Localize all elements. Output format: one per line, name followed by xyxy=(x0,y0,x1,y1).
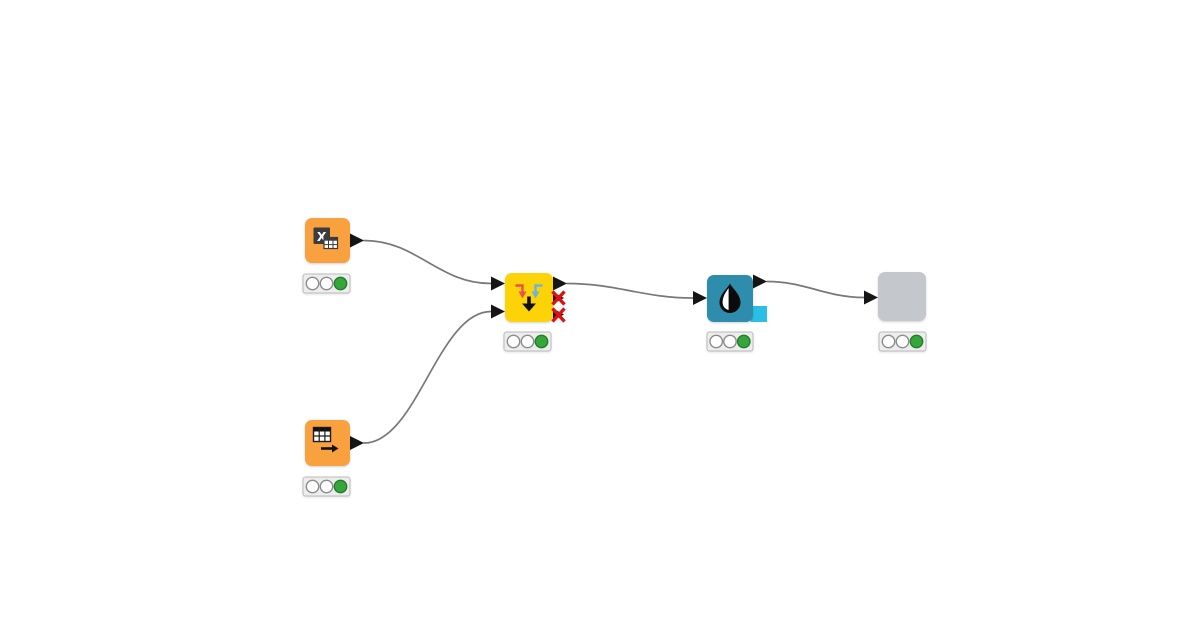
status-light-red xyxy=(305,479,320,494)
status-light-green xyxy=(534,334,549,349)
table-arrow-icon xyxy=(312,426,339,453)
table-reader-output-port[interactable] xyxy=(350,436,364,450)
color-manager-output-port[interactable] xyxy=(753,274,767,289)
droplet-highlight xyxy=(722,288,729,310)
connection-joiner-to-color-manager[interactable] xyxy=(566,282,694,299)
status-light-red xyxy=(506,334,521,349)
connection-table-reader-to-joiner[interactable] xyxy=(363,310,492,444)
status-light-red xyxy=(305,276,320,291)
joiner-output-port-1[interactable] xyxy=(553,276,567,291)
red-arrow-head xyxy=(518,291,527,299)
blue-arrow-head xyxy=(531,291,540,299)
node-color-manager[interactable] xyxy=(693,274,768,323)
inactive-x-icon xyxy=(551,307,566,323)
status-light-green xyxy=(333,479,348,494)
merge-arrows-icon xyxy=(515,284,543,312)
inactive-port-x-marks xyxy=(551,290,566,323)
traffic-light-color-manager xyxy=(706,331,754,352)
status-light-yellow xyxy=(895,334,910,349)
status-light-green xyxy=(909,334,924,349)
node-excel-reader[interactable]: X xyxy=(305,218,364,263)
excel-grid-header xyxy=(324,237,338,241)
droplet-icon xyxy=(719,283,741,313)
node-unknown[interactable] xyxy=(864,272,926,321)
traffic-light-excel-reader xyxy=(302,273,351,294)
red-arrow xyxy=(515,284,524,292)
excel-reader-output-port[interactable] xyxy=(350,233,364,248)
blue-arrow xyxy=(534,284,543,292)
status-light-red xyxy=(881,334,896,349)
node-body[interactable] xyxy=(878,272,926,321)
arrow-head xyxy=(332,444,339,453)
status-light-yellow xyxy=(319,276,334,291)
connections xyxy=(363,239,865,444)
table-header xyxy=(313,427,331,432)
color-model-square-port[interactable] xyxy=(750,306,768,322)
status-light-red xyxy=(709,334,724,349)
node-joiner[interactable] xyxy=(491,273,567,323)
status-light-green xyxy=(333,276,348,291)
traffic-light-joiner xyxy=(503,331,552,352)
inactive-x-icon xyxy=(551,290,566,306)
connection-excel-reader-to-joiner[interactable] xyxy=(363,239,492,285)
joiner-input-port-1[interactable] xyxy=(491,276,505,291)
color-manager-input-port[interactable] xyxy=(693,291,707,305)
joiner-input-port-2[interactable] xyxy=(491,304,505,319)
unknown-node-input-port[interactable] xyxy=(864,290,878,305)
status-light-yellow xyxy=(319,479,334,494)
status-light-yellow xyxy=(723,334,737,349)
excel-x-table-icon: X xyxy=(313,227,339,250)
status-light-green xyxy=(736,334,751,349)
node-table-reader[interactable] xyxy=(305,420,364,466)
connection-color-manager-to-unknown-node[interactable] xyxy=(766,280,865,299)
black-arrow-head xyxy=(522,303,536,312)
status-light-yellow xyxy=(520,334,535,349)
traffic-light-table-reader xyxy=(302,476,351,497)
excel-letter: X xyxy=(317,229,327,244)
traffic-light-unknown xyxy=(878,331,927,352)
